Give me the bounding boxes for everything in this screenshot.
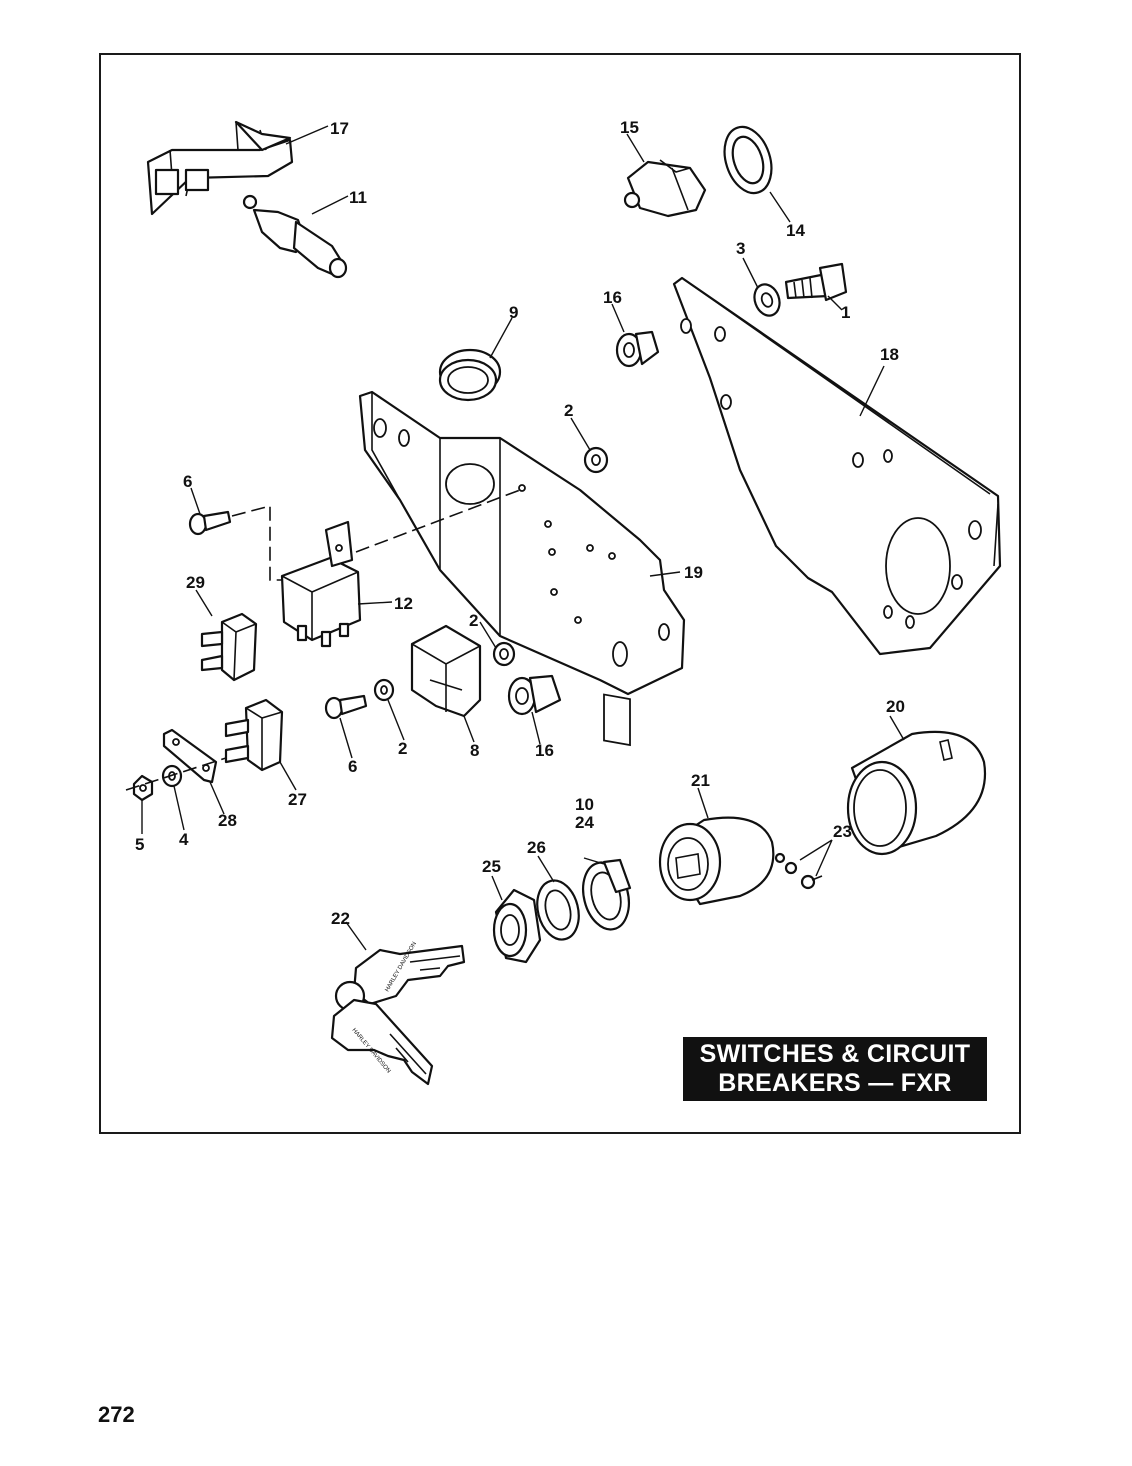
part-2-washer-middle <box>492 641 516 667</box>
callout-16-top: 16 <box>603 288 622 307</box>
callout-1: 1 <box>841 303 850 322</box>
callout-3: 3 <box>736 239 745 258</box>
part-15-switch <box>623 159 707 218</box>
callout-15: 15 <box>620 118 639 137</box>
callout-18: 18 <box>880 345 899 364</box>
part-27-circuit-breaker <box>224 698 284 772</box>
callout-2-top: 2 <box>564 401 573 420</box>
callout-20: 20 <box>886 697 905 716</box>
callout-28: 28 <box>218 811 237 830</box>
part-6-pin-top <box>188 510 232 536</box>
callout-14: 14 <box>786 221 805 240</box>
title-line-2: BREAKERS — FXR <box>718 1069 952 1097</box>
part-12-relay <box>280 520 362 648</box>
part-26-washer <box>536 879 580 941</box>
part-5-nut <box>132 774 154 802</box>
part-18-mounting-plate <box>672 276 1002 656</box>
part-1-bolt <box>784 262 848 302</box>
part-16-bushing-top <box>615 330 660 368</box>
part-21-ignition-switch <box>658 816 786 906</box>
part-22-keys: HARLEY DAVIDSON HARLEY DAVIDSON <box>330 941 466 1086</box>
part-25-nut <box>492 888 542 964</box>
part-23-screws <box>784 861 823 890</box>
part-29-circuit-breaker <box>200 612 258 682</box>
callout-17: 17 <box>330 119 349 138</box>
callout-19: 19 <box>684 563 703 582</box>
callout-8: 8 <box>470 741 479 760</box>
part-16-bushing-bottom <box>507 674 562 716</box>
title-line-1: SWITCHES & CIRCUIT <box>699 1040 971 1068</box>
callout-2-middle: 2 <box>469 611 478 630</box>
leader-lines <box>141 125 905 951</box>
part-3-washer <box>753 283 781 317</box>
callout-5: 5 <box>135 835 144 854</box>
part-9-grommet <box>438 348 502 402</box>
part-19-bracket-plate <box>358 390 686 747</box>
diagram-title-box: SWITCHES & CIRCUIT BREAKERS — FXR <box>683 1037 987 1101</box>
callout-6-lower: 6 <box>348 757 357 776</box>
callout-9: 9 <box>509 303 518 322</box>
callout-11: 11 <box>349 188 367 207</box>
part-6-pin-lower <box>324 694 368 720</box>
part-11-switch <box>242 194 348 279</box>
callout-4: 4 <box>179 830 189 849</box>
callout-27: 27 <box>288 790 307 809</box>
callout-25: 25 <box>482 857 501 876</box>
part-8-clip <box>410 624 482 718</box>
callout-21: 21 <box>691 771 710 790</box>
page-number: 272 <box>98 1402 135 1427</box>
callout-26: 26 <box>527 838 546 857</box>
part-2-washer-top <box>583 446 609 474</box>
callout-22: 22 <box>331 909 350 928</box>
diagram-frame <box>99 53 1021 1134</box>
callout-2-lower: 2 <box>398 739 407 758</box>
callout-29: 29 <box>186 573 205 592</box>
part-24-plate <box>582 858 632 931</box>
callout-23: 23 <box>833 822 852 841</box>
callout-10: 10 <box>575 795 594 814</box>
callout-numbers: 17 11 15 14 3 1 16 9 18 2 6 29 19 12 2 2… <box>135 118 905 928</box>
part-17-bracket <box>146 120 294 216</box>
callout-16-bottom: 16 <box>535 741 554 760</box>
callout-12: 12 <box>394 594 413 613</box>
part-2-washer-lower <box>373 678 395 702</box>
callout-24: 24 <box>575 813 594 832</box>
callout-6-top: 6 <box>183 472 192 491</box>
part-20-cover <box>846 730 987 856</box>
part-14-washer <box>723 125 773 195</box>
